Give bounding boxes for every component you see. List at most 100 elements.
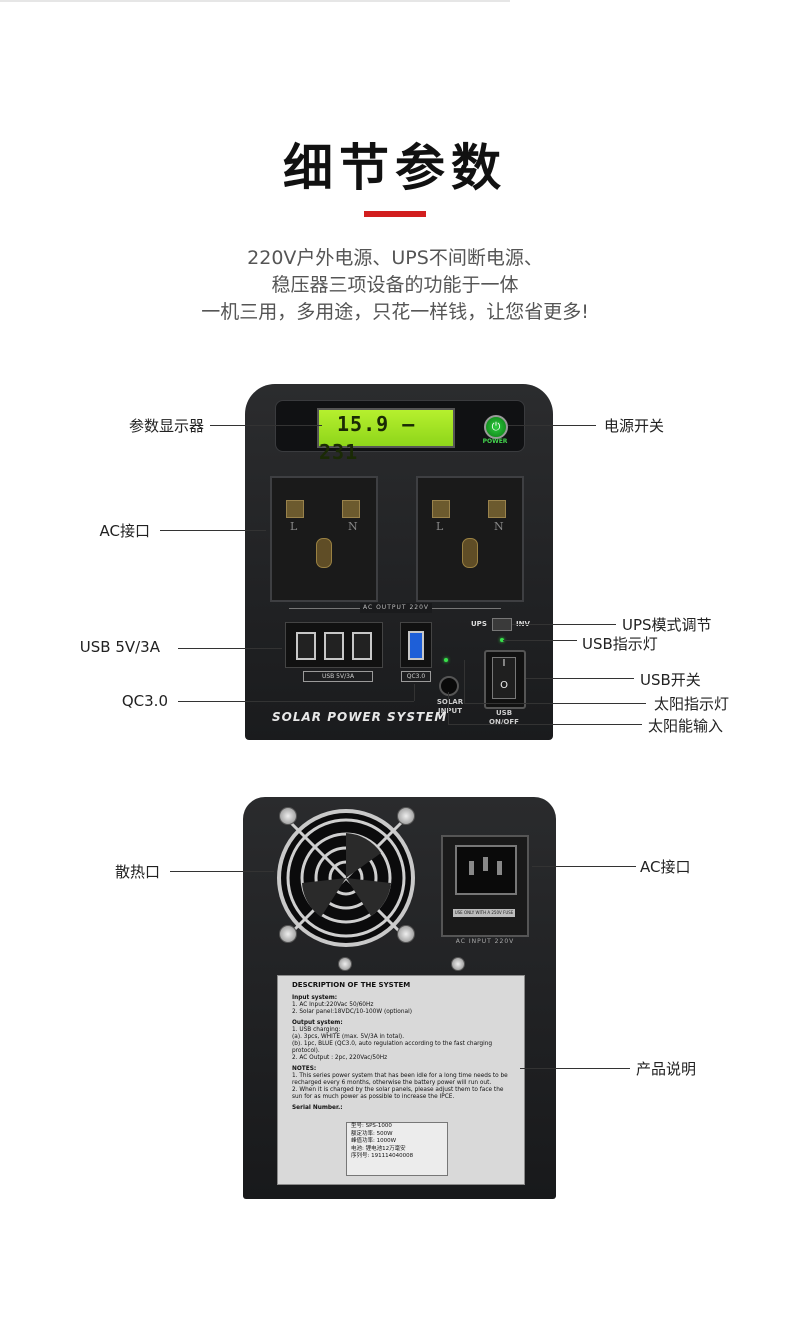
output-line-1: 1. USB charging:	[292, 1027, 341, 1033]
callout-line	[448, 724, 642, 725]
callout-line	[512, 624, 616, 625]
screw-icon	[279, 807, 297, 825]
callout-ac-port-front: AC接口	[99, 522, 150, 540]
callout-power-switch: 电源开关	[604, 417, 665, 435]
socket-label-n: N	[348, 520, 358, 533]
front-device-image: 15.9 ‒ 231 ⏻ POWER L N L N AC OUTPUT 220…	[245, 384, 553, 740]
output-heading: Output system:	[292, 1020, 343, 1026]
callout-line	[532, 866, 636, 867]
fan-guard-icon	[286, 818, 406, 938]
ac-input-label: AC INPUT 220V	[455, 938, 515, 945]
output-line-1a: (a). 3pcs, WHITE (max. 5V/3A in total).	[292, 1034, 405, 1040]
serial-value: 191114040008	[371, 1153, 414, 1159]
serial-model: 型号: SPS-1000	[351, 1123, 392, 1129]
socket-label-l: L	[290, 520, 298, 533]
callout-qc: QC3.0	[121, 692, 168, 710]
screw-icon	[451, 957, 465, 971]
socket-pin	[342, 500, 360, 518]
solar-indicator-led	[444, 658, 448, 662]
page-title: 细节参数	[283, 139, 507, 197]
usb-switch-label: USB ON/OFF	[489, 709, 519, 726]
ac-output-label: AC OUTPUT 220V	[360, 603, 432, 613]
socket-label-l: L	[436, 520, 444, 533]
callout-line	[503, 640, 577, 641]
output-line-1b: (b). 1pc, BLUE (QC3.0, auto regulation a…	[292, 1041, 493, 1054]
lcd-display: 15.9 ‒ 231	[317, 408, 455, 464]
notes-heading: NOTES:	[292, 1066, 317, 1072]
power-icon: ⏻	[484, 415, 508, 439]
screw-icon	[397, 925, 415, 943]
callout-solar-indicator: 太阳指示灯	[654, 695, 730, 713]
callout-usb-switch: USB开关	[640, 671, 701, 689]
callout-line	[210, 425, 322, 426]
serial-label: 序列号:	[351, 1153, 370, 1159]
cooling-fan-icon	[277, 809, 415, 947]
callout-usb-indicator: USB指示灯	[582, 635, 658, 653]
screw-icon	[397, 807, 415, 825]
back-device-image: USE ONLY WITH A 250V FUSE AC INPUT 220V …	[243, 797, 556, 1199]
socket-pin	[488, 500, 506, 518]
screw-icon	[338, 957, 352, 971]
serial-rated: 额定功率: 500W	[351, 1130, 393, 1137]
usb-port	[352, 632, 372, 660]
callout-solar-input: 太阳能输入	[648, 717, 724, 735]
socket-ground	[316, 538, 332, 568]
note-2: 2. When it is charged by the solar panel…	[292, 1087, 504, 1100]
solar-input-jack	[439, 676, 459, 696]
input-line-1: 1. AC Input:220Vac 50/60Hz	[292, 1002, 374, 1008]
callout-display: 参数显示器	[128, 417, 204, 435]
screw-icon	[279, 925, 297, 943]
subtitle-line-2: 稳压器三项设备的功能于一体	[271, 274, 519, 296]
description-title: DESCRIPTION OF THE SYSTEM	[292, 981, 411, 989]
callout-line	[464, 703, 646, 704]
inlet-pin	[483, 857, 488, 871]
inlet-pin	[469, 861, 474, 875]
inlet-pin	[497, 861, 502, 875]
socket-pin	[286, 500, 304, 518]
callout-ups-mode: UPS模式调节	[622, 616, 712, 634]
callout-usb: USB 5V/3A	[79, 638, 160, 656]
usb-port	[296, 632, 316, 660]
callout-ac-port-back: AC接口	[640, 858, 691, 876]
qc-port	[408, 631, 424, 660]
callout-line	[464, 660, 465, 703]
serial-battery: 电池: 锂电池12万毫安	[351, 1145, 406, 1152]
callout-line	[160, 530, 266, 531]
usb-port-label: USB 5V/3A	[303, 671, 373, 682]
ac-inlet-face	[455, 845, 517, 895]
callout-line	[178, 648, 282, 649]
socket-label-n: N	[494, 520, 504, 533]
note-1: 1. This series power system that has bee…	[292, 1073, 508, 1086]
callout-line	[448, 692, 449, 724]
brand-text: SOLAR POWER SYSTEM	[272, 710, 448, 724]
socket-ground	[462, 538, 478, 568]
callout-vent: 散热口	[114, 863, 160, 881]
callout-line	[520, 1068, 630, 1069]
description-plate: DESCRIPTION OF THE SYSTEM Input system: …	[277, 975, 525, 1185]
serial-sticker: 型号: SPS-1000 额定功率: 500W 峰值功率: 1000W 电池: …	[346, 1122, 448, 1176]
ac-socket-left: L N	[270, 476, 378, 602]
fuse-label: USE ONLY WITH A 250V FUSE	[453, 909, 515, 917]
top-divider	[0, 0, 510, 2]
socket-pin	[432, 500, 450, 518]
callout-line	[178, 701, 414, 702]
ac-socket-right: L N	[416, 476, 524, 602]
solar-input-label: SOLAR INPUT	[436, 698, 464, 715]
serial-peak: 峰值功率: 1000W	[351, 1138, 397, 1144]
callout-line	[170, 871, 274, 872]
usb-port-group	[285, 622, 383, 668]
callout-line	[414, 684, 415, 701]
title-accent-bar	[364, 211, 426, 217]
ups-mode-switch	[492, 618, 512, 631]
subtitle-line-3: 一机三用，多用途，只花一样钱，让您省更多!	[201, 301, 589, 323]
subtitle-line-1: 220V户外电源、UPS不间断电源、	[247, 247, 543, 269]
usb-port	[324, 632, 344, 660]
output-line-2: 2. AC Output : 2pc, 220Vac/50Hz	[292, 1055, 388, 1061]
qc-port-group	[400, 622, 432, 668]
ac-inlet-socket	[441, 835, 529, 937]
callout-manual: 产品说明	[636, 1060, 697, 1078]
callout-line	[526, 678, 634, 679]
callout-line	[508, 425, 596, 426]
